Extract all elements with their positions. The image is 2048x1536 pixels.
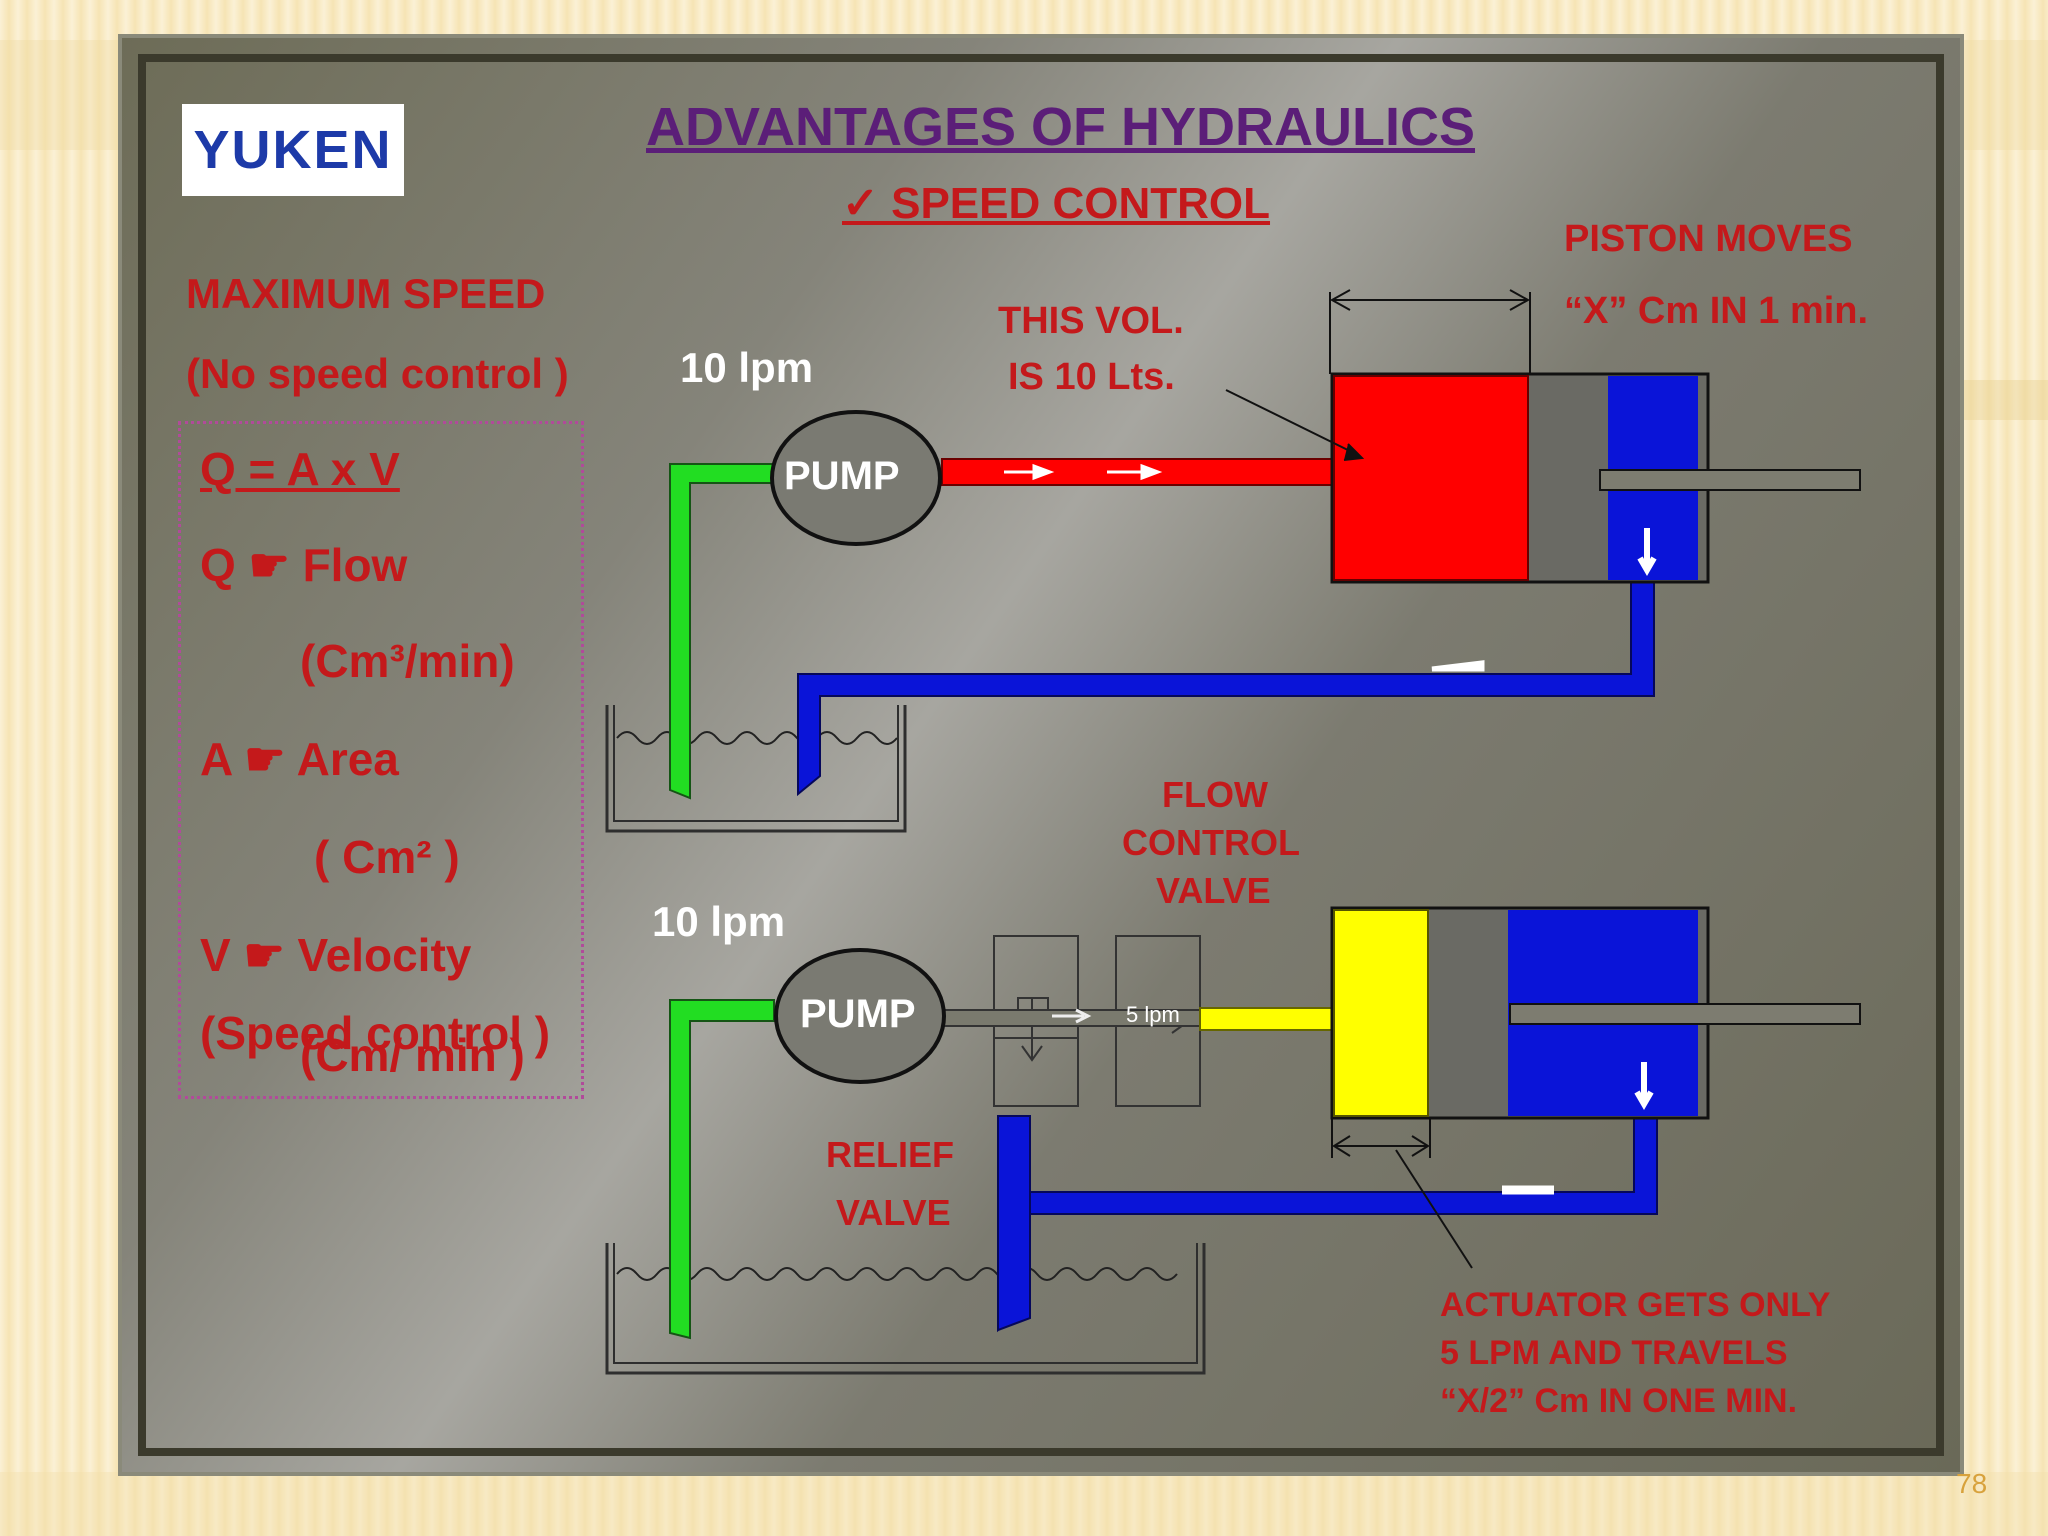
bottom-suction-pipe [669,999,775,1340]
volume-label-line-1: THIS VOL. [998,300,1184,342]
formula-text: Q = A x V [200,443,400,495]
slide-subtitle: ✓ SPEED CONTROL [842,179,1271,228]
relief-drain-pipe [997,1115,1031,1332]
formula-box [178,421,584,1099]
slide-inner-border [138,54,1944,1456]
piston-label-line-1: PISTON MOVES [1564,218,1853,260]
slide-frame: YUKEN ADVANTAGES OF HYDRAULICS ✓ SPEED C… [122,38,1960,1472]
top-pump [770,410,942,546]
top-return-arrow [1431,660,1485,672]
page-number: 78 [1956,1468,1988,1499]
bottom-pump-label: PUMP [800,992,916,1036]
top-pump-label: PUMP [784,454,900,498]
top-stroke-dimension [1329,289,1531,374]
relief-valve-label-line-1: RELIEF [826,1134,955,1175]
top-tank [605,705,907,833]
hydraulic-speed-control-diagram [138,54,1944,1456]
speed-control-label: (Speed control ) [200,1007,551,1059]
bottom-flow-rate: 10 lpm [652,898,786,945]
top-flow-arrow-1 [1004,463,1055,481]
yuken-logo: YUKEN [182,104,404,196]
reduced-flow-label: 5 lpm [1126,1002,1180,1027]
actuator-note-line-1: ACTUATOR GETS ONLY [1440,1286,1831,1324]
actuator-pointer [1395,1149,1473,1269]
top-cylinder [1330,372,1861,584]
flow-definition: Q ☛ Flow [200,539,408,591]
area-definition: A ☛ Area [200,733,399,785]
flow-unit: (Cm³/min) [300,635,515,687]
top-flow-arrow-2 [1107,463,1163,481]
bottom-yellow-line [1199,1007,1339,1031]
volume-label-line-2: IS 10 Lts. [1008,356,1175,398]
fcv-label-line-2: CONTROL [1122,822,1300,863]
bottom-cylinder [1330,906,1861,1120]
top-volume-pointer [1225,389,1361,457]
velocity-unit: (Cm/ min ) [300,1029,525,1081]
bottom-tank [605,1243,1206,1375]
area-unit: ( Cm² ) [314,831,460,883]
actuator-note-line-3: “X/2” Cm IN ONE MIN. [1440,1382,1798,1420]
no-speed-control-label: (No speed control ) [186,350,569,397]
piston-label-line-2: “X” Cm IN 1 min. [1564,290,1869,332]
top-flow-rate: 10 lpm [680,344,814,391]
velocity-definition: V ☛ Velocity [200,929,472,981]
bottom-stroke-dimension [1331,1118,1431,1158]
max-speed-label: MAXIMUM SPEED [186,270,546,317]
slide-title: ADVANTAGES OF HYDRAULICS [646,97,1476,157]
relief-valve-label-line-2: VALVE [836,1192,951,1233]
top-suction-pipe [669,463,775,800]
actuator-note-line-2: 5 LPM AND TRAVELS [1440,1334,1788,1372]
fcv-label-line-1: FLOW [1162,774,1268,815]
fcv-label-line-3: VALVE [1156,870,1271,911]
bottom-pump [774,948,946,1084]
